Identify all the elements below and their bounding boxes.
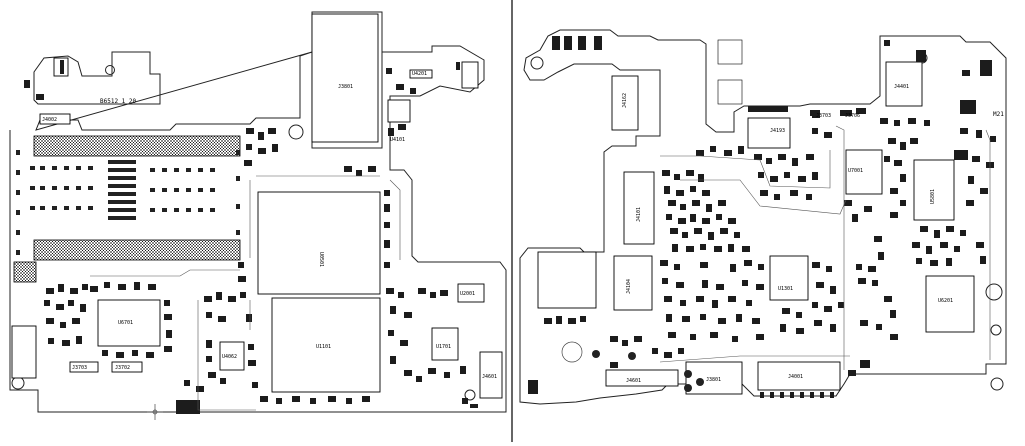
component-label: J3801: [338, 84, 353, 90]
shield-hatch: [13, 261, 37, 283]
component-label: U1101: [316, 344, 331, 350]
component-label: U1301: [778, 286, 793, 292]
component-label: U6701: [118, 320, 133, 326]
board-id-label: B6512_1_20: [100, 98, 137, 105]
component-label: J4104: [626, 279, 632, 294]
shield-hatch: [33, 239, 241, 261]
component-label: J4162: [622, 93, 628, 108]
component-label: U4062: [222, 354, 237, 360]
component-label: J4193: [770, 128, 785, 134]
component-label: U6201: [938, 298, 953, 304]
component-label: J3702: [115, 365, 130, 371]
left-labels: B6512_1_20 J3801 U4101 U4201 U1101 U6701…: [42, 71, 497, 380]
component-label: J4401: [894, 84, 909, 90]
component-label: U4101: [390, 137, 405, 143]
soc-chip: [257, 191, 381, 295]
component-label: J4101: [636, 207, 642, 222]
component-label: J4002: [42, 117, 57, 123]
component-label: U1701: [436, 344, 451, 350]
component-label: J4601: [482, 374, 497, 380]
component-label: J4001: [788, 374, 803, 380]
component-label: U5801: [930, 189, 936, 204]
component-label: J3703: [72, 365, 87, 371]
component-label: J3703: [816, 113, 831, 119]
component-label: J4601: [626, 378, 641, 384]
shield-can: [537, 251, 597, 309]
component-label: U4201: [412, 71, 427, 77]
pmic-chip: [97, 299, 161, 347]
component-label: U2001: [460, 291, 475, 297]
component-label: J3801: [706, 377, 721, 383]
component-label: J3706: [845, 113, 860, 119]
memory-chip: [271, 297, 381, 393]
left-board: U0501: [9, 11, 507, 420]
right-labels: J4162 J4193 J3706 J3703 J4401 U7001 U580…: [622, 84, 1004, 384]
soc-label: U0501: [318, 252, 324, 267]
component-label: U7001: [848, 168, 863, 174]
side-marker-label: M21: [993, 111, 1004, 118]
shield-hatch: [33, 135, 241, 157]
right-board: [519, 29, 1007, 405]
